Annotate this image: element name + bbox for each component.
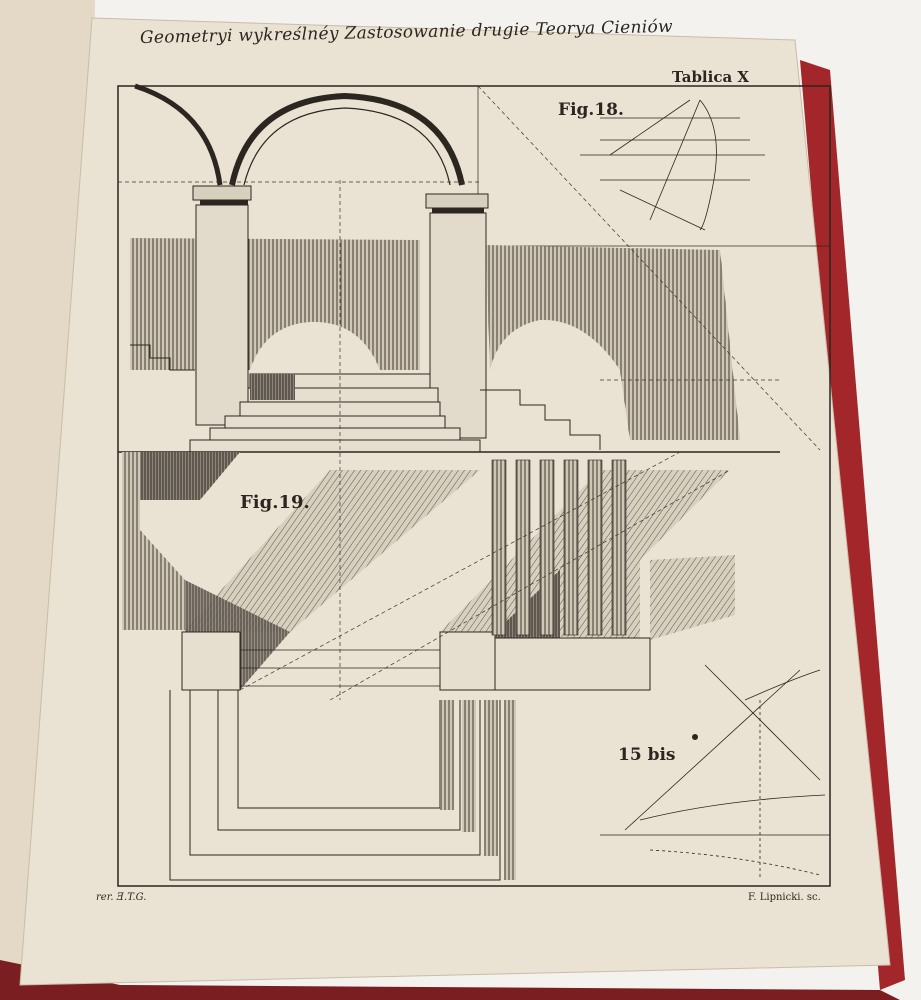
figure-18-label: Fig.18.: [558, 100, 624, 120]
draftsman-credit: rer. Ǝ.T.G.: [96, 892, 147, 903]
engraver-credit: F. Lipnicki. sc.: [748, 892, 821, 903]
figure-19-label: Fig.19.: [240, 492, 310, 513]
plate-number: Tablica X: [672, 68, 750, 86]
figure-15bis-label: 15 bis: [618, 745, 676, 765]
